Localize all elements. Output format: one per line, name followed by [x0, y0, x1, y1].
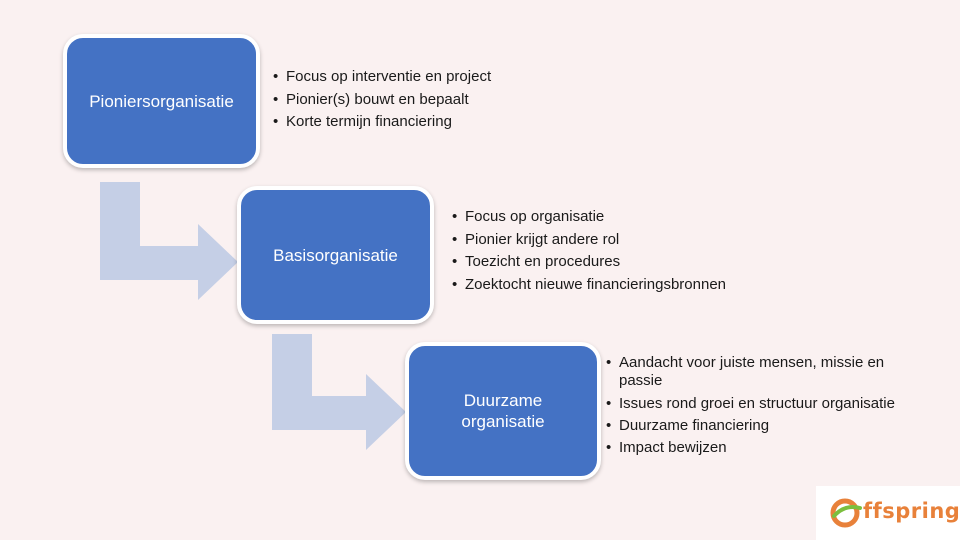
stage-box-duurzame-organisatie: Duurzame organisatie: [405, 342, 601, 480]
stage-label: Basisorganisatie: [273, 245, 398, 265]
bullet-item: Korte termijn financiering: [273, 111, 573, 134]
bullet-item: Aandacht voor juiste mensen, missie en p…: [606, 354, 909, 393]
stage-label: Pioniersorganisatie: [89, 91, 234, 111]
stage-bullets-pioniersorganisatie: Focus op interventie en project Pionier(…: [273, 66, 573, 134]
bullet-item: Impact bewijzen: [606, 437, 936, 459]
bullet-item: Pionier(s) bouwt en bepaalt: [273, 89, 573, 112]
bullet-item: Toezicht en procedures: [452, 251, 782, 274]
bullet-item: Issues rond groei en structuur organisat…: [606, 393, 936, 415]
bullet-item: Focus op organisatie: [452, 206, 782, 229]
stage-label: Duurzame organisatie: [461, 391, 545, 431]
bullet-item: Pionier krijgt andere rol: [452, 229, 782, 252]
bent-arrow-1: [100, 182, 238, 300]
stage-bullets-duurzame-organisatie: Aandacht voor juiste mensen, missie en p…: [606, 354, 936, 459]
stage-box-pioniersorganisatie: Pioniersorganisatie: [63, 34, 260, 168]
bullet-item: Duurzame financiering: [606, 415, 936, 437]
bullet-item: Zoektocht nieuwe financieringsbronnen: [452, 274, 782, 297]
logo-o-icon: [830, 498, 862, 528]
bent-arrow-2: [272, 334, 406, 450]
stage-box-basisorganisatie: Basisorganisatie: [237, 186, 434, 324]
logo-text: ffspring: [863, 499, 960, 523]
offspring-logo: ffspring: [816, 486, 960, 540]
bullet-item: Focus op interventie en project: [273, 66, 573, 89]
stage-bullets-basisorganisatie: Focus op organisatie Pionier krijgt ande…: [452, 206, 782, 296]
